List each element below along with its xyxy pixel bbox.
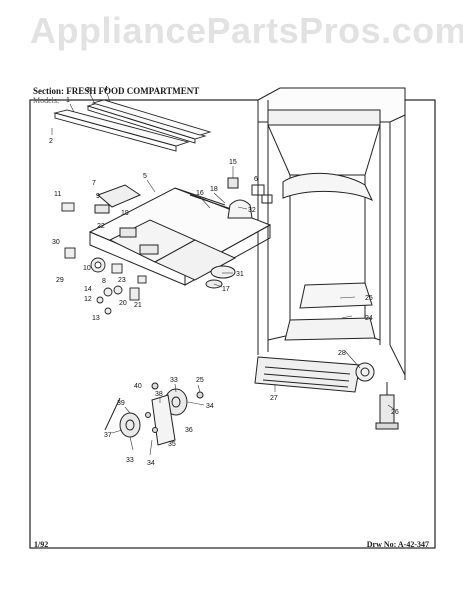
watermark: AppliancePartsPros.com	[30, 10, 463, 51]
part-number-21: 21	[134, 302, 142, 309]
section-label: Section:	[33, 86, 64, 96]
part-number-1: 1	[66, 97, 70, 104]
part-number-25-lower: 25	[196, 377, 204, 384]
section-title: FRESH FOOD COMPARTMENT	[66, 86, 200, 96]
revision-date: 1/92	[34, 540, 49, 549]
part-number-40: 40	[134, 383, 142, 390]
drawing-number: Drw No: A-42-347	[366, 540, 429, 549]
part-number-17: 17	[222, 286, 230, 293]
part-number-28: 28	[338, 350, 346, 357]
bottom-grille	[254, 356, 361, 393]
part-number-8: 8	[102, 278, 106, 285]
model-line: Models:	[33, 96, 59, 105]
part-number-24: 24	[365, 315, 373, 322]
part-number-22: 22	[97, 223, 105, 230]
part-number-34-lower: 34	[147, 460, 155, 467]
model-label: Models:	[33, 96, 60, 105]
leveling-leg	[355, 362, 399, 430]
header-strips	[53, 99, 212, 152]
part-number-3: 3	[86, 87, 90, 94]
part-number-13: 13	[92, 315, 100, 322]
drawing-border	[29, 99, 436, 549]
part-number-23: 23	[118, 277, 126, 284]
part-number-2: 2	[49, 138, 53, 145]
part-number-33: 33	[170, 377, 178, 384]
part-number-19: 19	[121, 210, 129, 217]
part-number-34: 34	[206, 403, 214, 410]
part-number-33-lower: 33	[126, 457, 134, 464]
part-number-5: 5	[143, 173, 147, 180]
part-number-31: 31	[236, 271, 244, 278]
part-number-30: 30	[52, 239, 60, 246]
part-number-labels: 1 2 3 4 5 6 7 8 9 10 11 12 13 14 15 16 1…	[49, 86, 399, 467]
cabinet	[251, 87, 406, 380]
part-number-7: 7	[92, 180, 96, 187]
part-number-25: 25	[365, 295, 373, 302]
part-number-16: 16	[196, 190, 204, 197]
part-number-29: 29	[56, 277, 64, 284]
part-number-32: 32	[248, 207, 256, 214]
part-number-20: 20	[119, 300, 127, 307]
leader-lines	[51, 92, 396, 456]
part-number-18: 18	[210, 186, 218, 193]
part-number-38: 38	[155, 391, 163, 398]
part-number-15: 15	[229, 159, 237, 166]
tray-assembly	[88, 184, 272, 286]
part-number-11: 11	[54, 191, 61, 198]
part-number-10: 10	[83, 265, 91, 272]
part-number-9: 9	[96, 193, 100, 200]
controls	[205, 177, 239, 289]
part-number-12: 12	[84, 296, 92, 303]
small-parts	[61, 202, 147, 315]
part-number-35: 35	[168, 441, 176, 448]
part-number-39: 39	[117, 400, 125, 407]
part-number-26: 26	[391, 409, 399, 416]
part-number-14: 14	[84, 286, 92, 293]
part-number-27: 27	[270, 395, 278, 402]
part-number-37: 37	[104, 432, 112, 439]
section-header: Section: FRESH FOOD COMPARTMENT	[33, 86, 199, 96]
part-number-36: 36	[185, 427, 193, 434]
part-number-6: 6	[254, 176, 258, 183]
part-number-4: 4	[104, 86, 108, 93]
roller-mechanism	[104, 382, 204, 446]
